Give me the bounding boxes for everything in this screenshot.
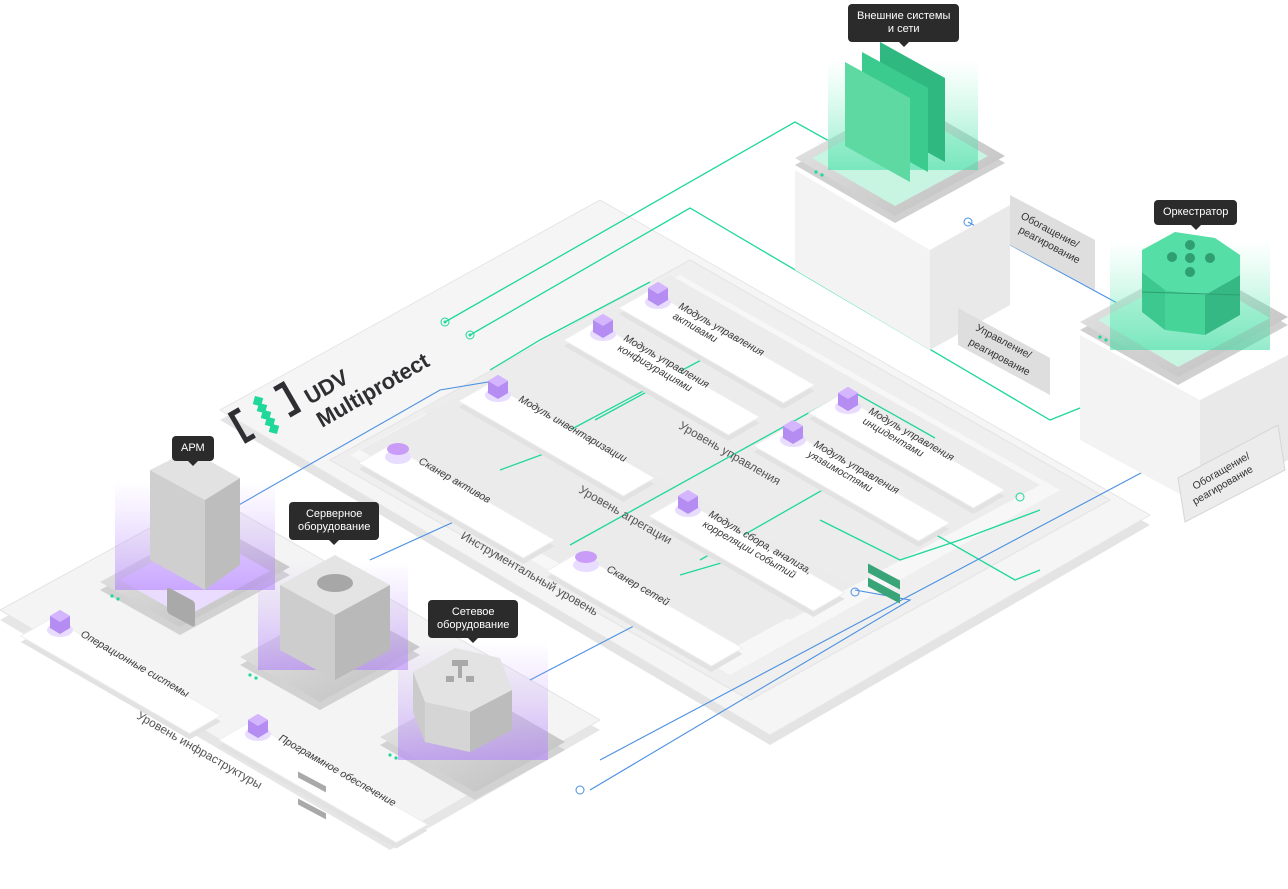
orchestrator-nodes-icon <box>1167 240 1215 277</box>
disc-icon <box>573 551 599 572</box>
badge-enrich-top: Обогащение/ реагирование <box>1010 195 1095 290</box>
stack-icon <box>485 375 511 402</box>
tooltip-network: Сетевое оборудование <box>428 600 519 643</box>
external-systems-device <box>795 42 1010 604</box>
cube-icon <box>835 387 861 414</box>
cube-icon <box>645 282 671 309</box>
workstation-device <box>100 450 290 635</box>
module-card-inventory: Модуль инвентаризации <box>457 375 656 502</box>
network-device <box>380 640 565 800</box>
tooltip-workstation: АРМ <box>172 436 214 466</box>
cube-icon <box>780 420 806 447</box>
cube-icon <box>590 314 616 341</box>
database-icon <box>317 574 353 592</box>
disc-icon <box>385 443 411 464</box>
badge-manage: Управление/ реагирование <box>958 308 1050 395</box>
books-icon <box>47 610 73 637</box>
tooltip-external-systems: Внешние системы и сети <box>848 4 960 47</box>
tooltip-server: Серверное оборудование <box>289 502 380 545</box>
network-topology-icon <box>446 660 474 682</box>
pulse-icon <box>167 587 195 627</box>
server-device <box>240 555 420 820</box>
tooltip-orchestrator: Оркестратор <box>1154 200 1238 230</box>
stack-icon <box>675 490 701 517</box>
udv-logo <box>227 380 302 444</box>
box-icon <box>245 714 271 741</box>
